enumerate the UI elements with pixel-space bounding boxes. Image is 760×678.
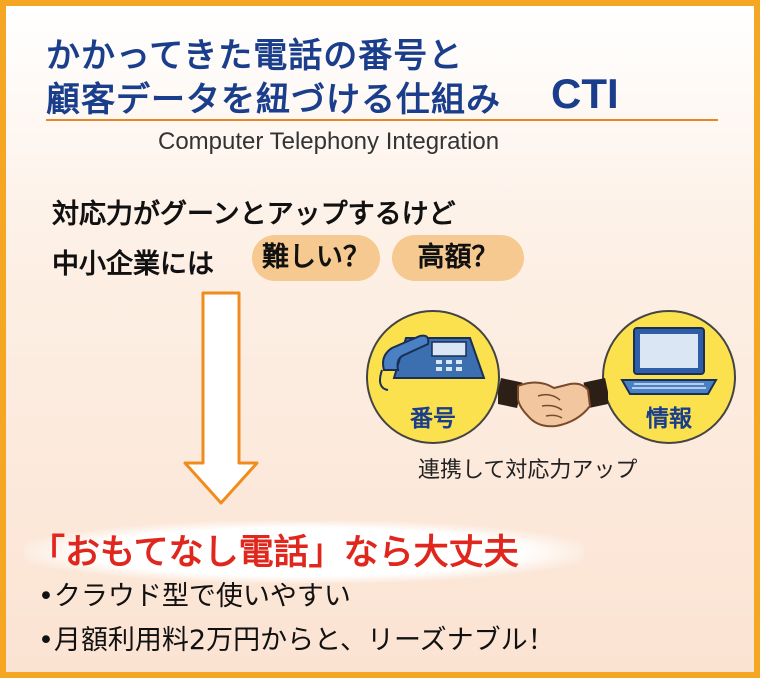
title-line-1: かかってきた電話の番号と [46, 36, 464, 76]
title-divider [46, 119, 718, 121]
headline: 「おもてなし電話」なら大丈夫 [30, 533, 519, 573]
subtitle: Computer Telephony Integration [158, 128, 500, 155]
intro-line-1: 対応力がグーンとアップするけど [52, 199, 456, 230]
bullet-item: •月額利用料2万円からと、リーズナブル！ [38, 625, 555, 656]
diagram-caption: 連携して対応力アップ [418, 458, 638, 483]
title-line-2: 顧客データを紐づける仕組み [46, 80, 501, 120]
title-acronym: CTI [551, 70, 619, 117]
pill-difficult: 難しい？ [252, 235, 380, 281]
info-label: 情報 [646, 406, 692, 432]
down-arrow-icon [183, 291, 259, 505]
number-label: 番号 [410, 406, 456, 432]
handshake-icon [498, 377, 608, 428]
pill-expensive: 高額？ [392, 235, 524, 281]
headline-highlight [24, 521, 584, 583]
intro-line-2: 中小企業には [52, 249, 214, 280]
laptop-icon [620, 327, 718, 395]
bullet-item: •クラウド型で使いやすい [38, 581, 351, 612]
telephone-icon [379, 334, 486, 391]
